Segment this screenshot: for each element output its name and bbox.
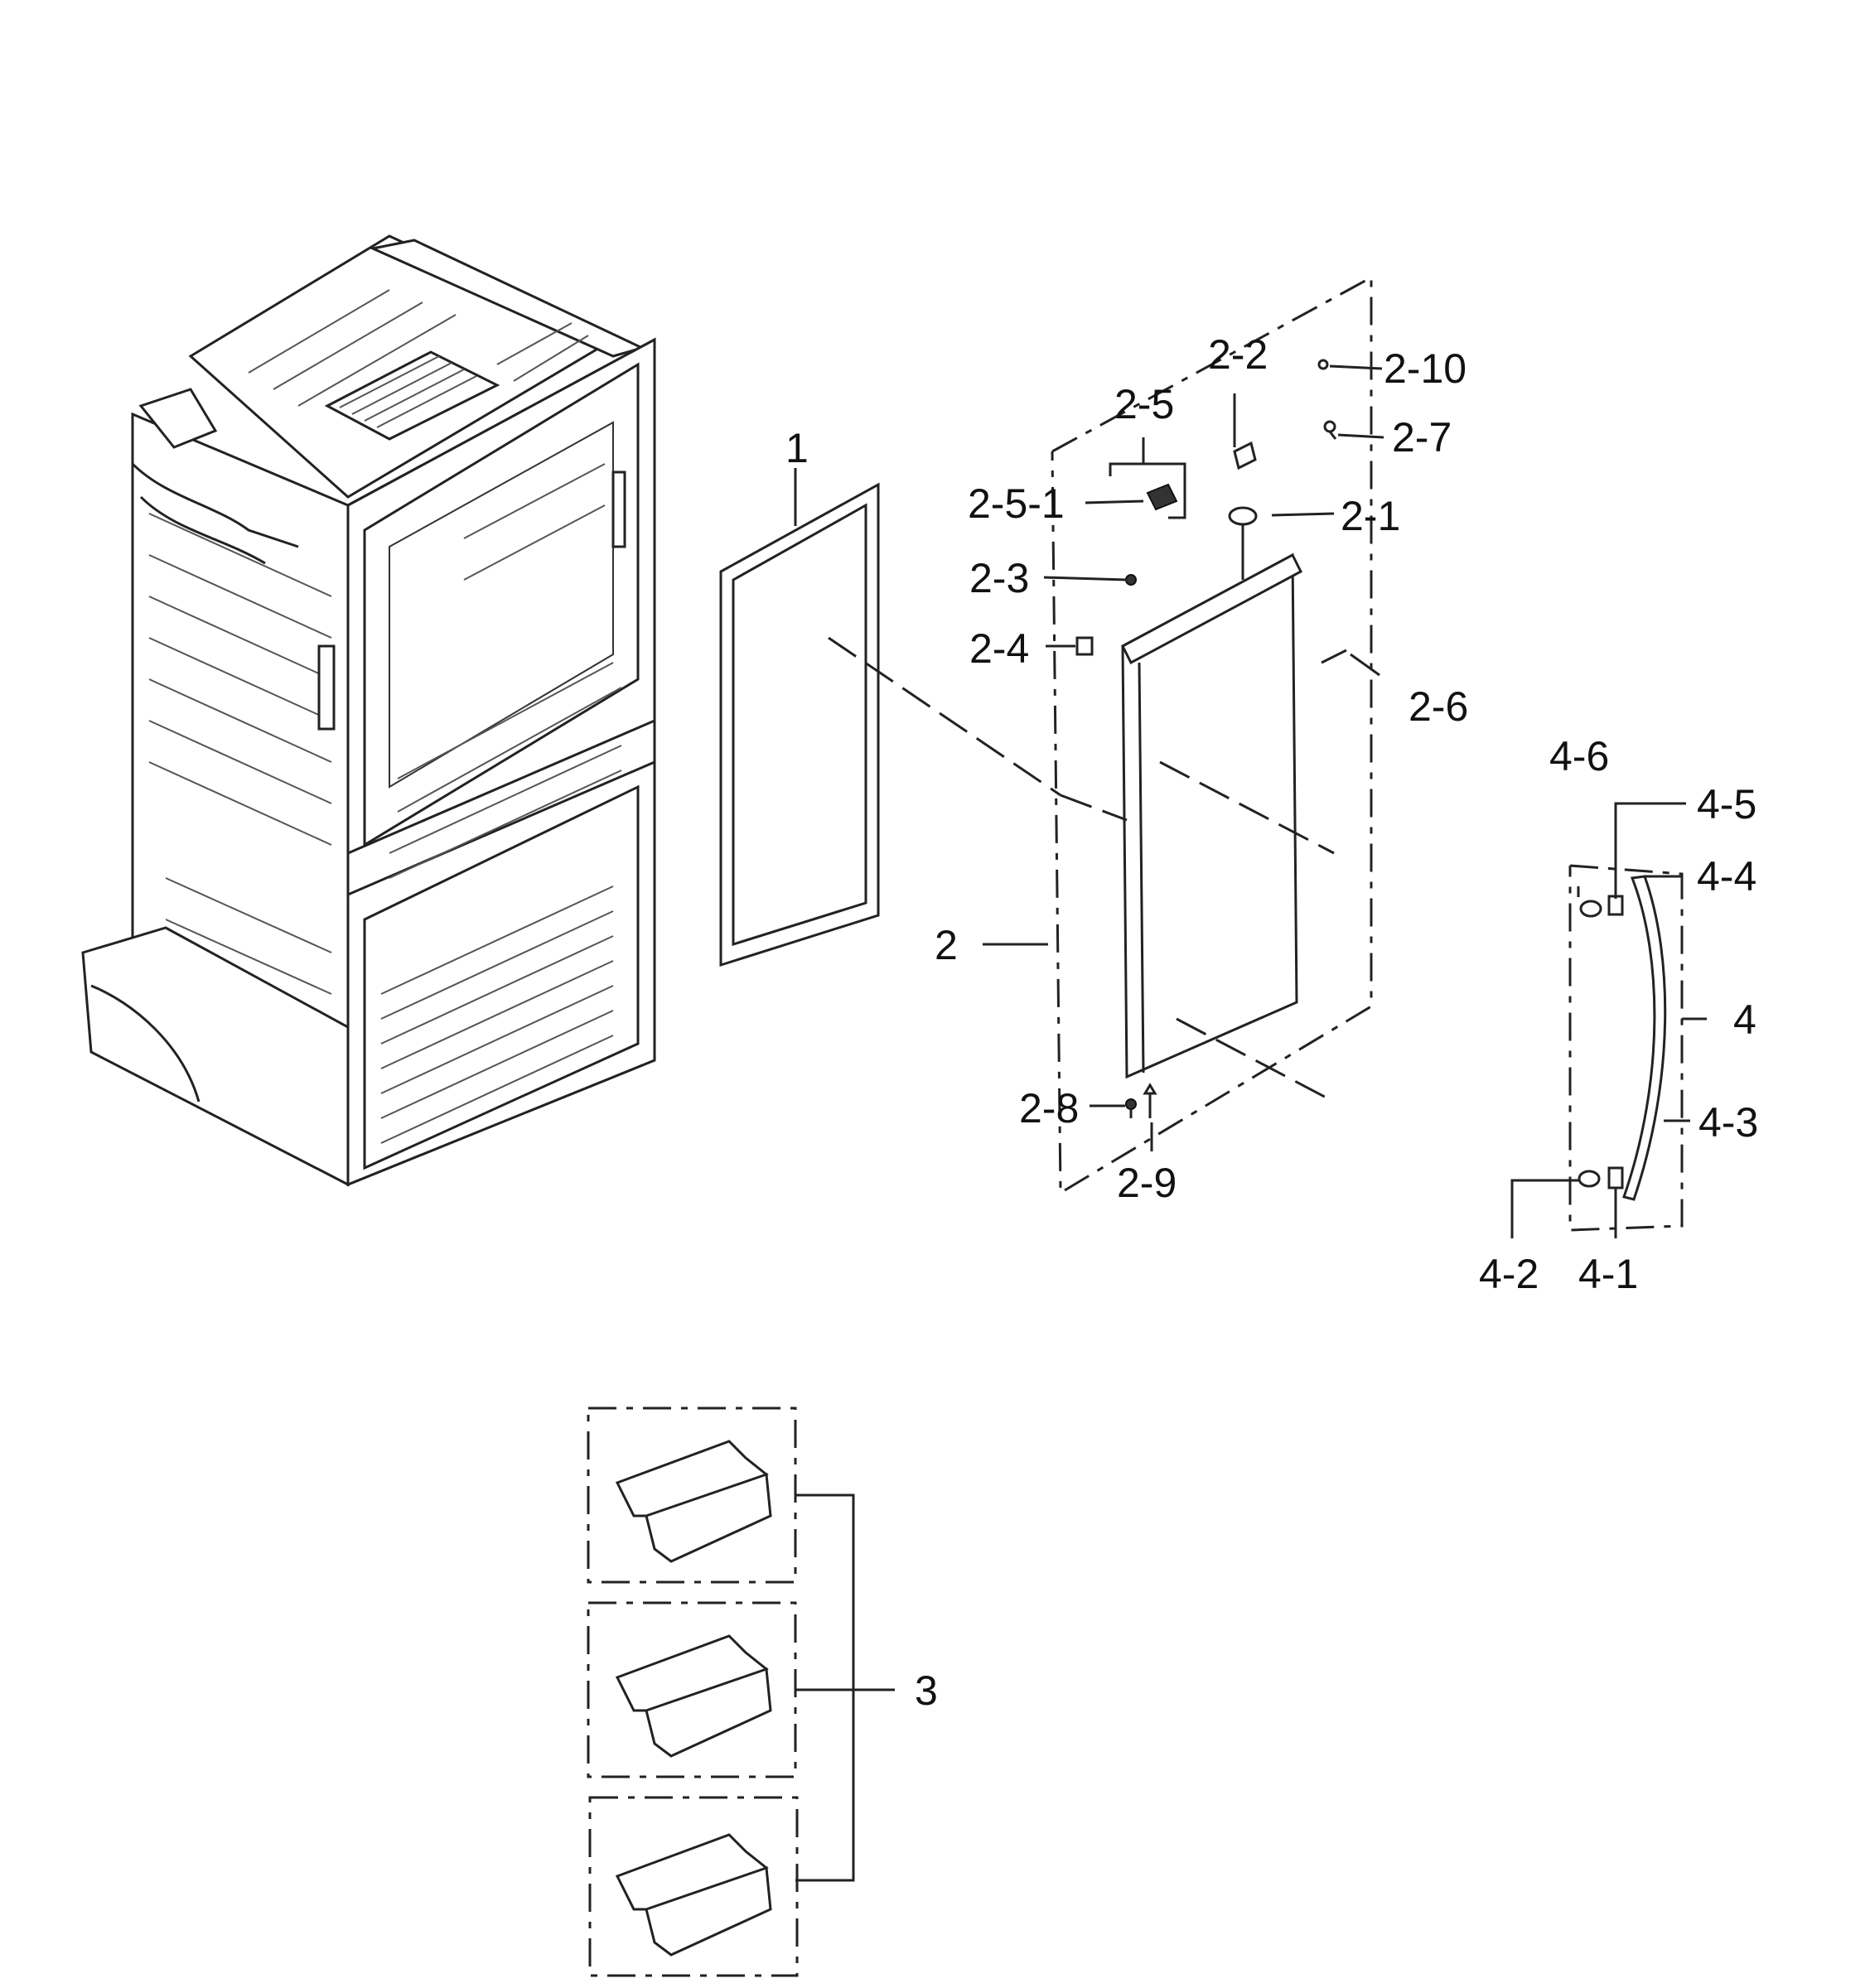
label-2-4: 2-4 bbox=[969, 625, 1029, 672]
door-gasket bbox=[719, 482, 1061, 967]
label-2-5: 2-5 bbox=[1114, 381, 1174, 427]
label-4-5: 4-5 bbox=[1697, 781, 1756, 828]
label-4-1: 4-1 bbox=[1578, 1251, 1638, 1297]
label-2: 2 bbox=[935, 922, 958, 968]
refrigerator-cabinet bbox=[81, 234, 656, 1187]
label-1: 1 bbox=[785, 425, 809, 471]
part-2-1-hinge-cap bbox=[1228, 506, 1258, 580]
label-4-3: 4-3 bbox=[1698, 1099, 1758, 1146]
label-2-1: 2-1 bbox=[1341, 493, 1400, 539]
label-2-2: 2-2 bbox=[1208, 331, 1268, 378]
label-2-6: 2-6 bbox=[1409, 683, 1468, 730]
part-2-5-hinge bbox=[1109, 462, 1186, 519]
label-2-5-1: 2-5-1 bbox=[968, 480, 1065, 527]
label-4-6: 4-6 bbox=[1549, 733, 1609, 779]
label-2-10: 2-10 bbox=[1384, 345, 1467, 392]
door-bin-2 bbox=[615, 1634, 772, 1758]
door-bin-1 bbox=[615, 1440, 772, 1563]
part-2-2-bracket bbox=[1233, 441, 1257, 470]
door-bins bbox=[587, 1407, 895, 1977]
part-2-10-screw bbox=[1317, 359, 1329, 370]
part-2-3-screw bbox=[1125, 574, 1137, 586]
label-4-2: 4-2 bbox=[1479, 1251, 1539, 1297]
part-2-6-pin bbox=[1321, 649, 1347, 664]
label-3: 3 bbox=[915, 1667, 938, 1714]
label-2-3: 2-3 bbox=[969, 555, 1029, 601]
label-4-4: 4-4 bbox=[1697, 853, 1756, 900]
part-2-9-pin bbox=[1143, 1083, 1157, 1118]
label-4: 4 bbox=[1733, 996, 1756, 1043]
label-2-8: 2-8 bbox=[1019, 1085, 1079, 1132]
part-2-4-cap bbox=[1075, 636, 1094, 656]
part-2-7-screw bbox=[1323, 420, 1337, 440]
handle-assembly bbox=[1568, 864, 1684, 1232]
door-assembly bbox=[1051, 275, 1373, 1195]
label-2-9: 2-9 bbox=[1117, 1160, 1177, 1206]
part-labels: 1 2 2-1 2-2 2-3 2-4 2-5 2-5-1 2-6 2-7 2-… bbox=[785, 331, 1758, 1714]
leader-lines bbox=[794, 364, 1707, 1238]
part-2-8-screw bbox=[1125, 1098, 1137, 1118]
door-bin-3 bbox=[615, 1833, 772, 1957]
label-2-7: 2-7 bbox=[1392, 414, 1452, 461]
